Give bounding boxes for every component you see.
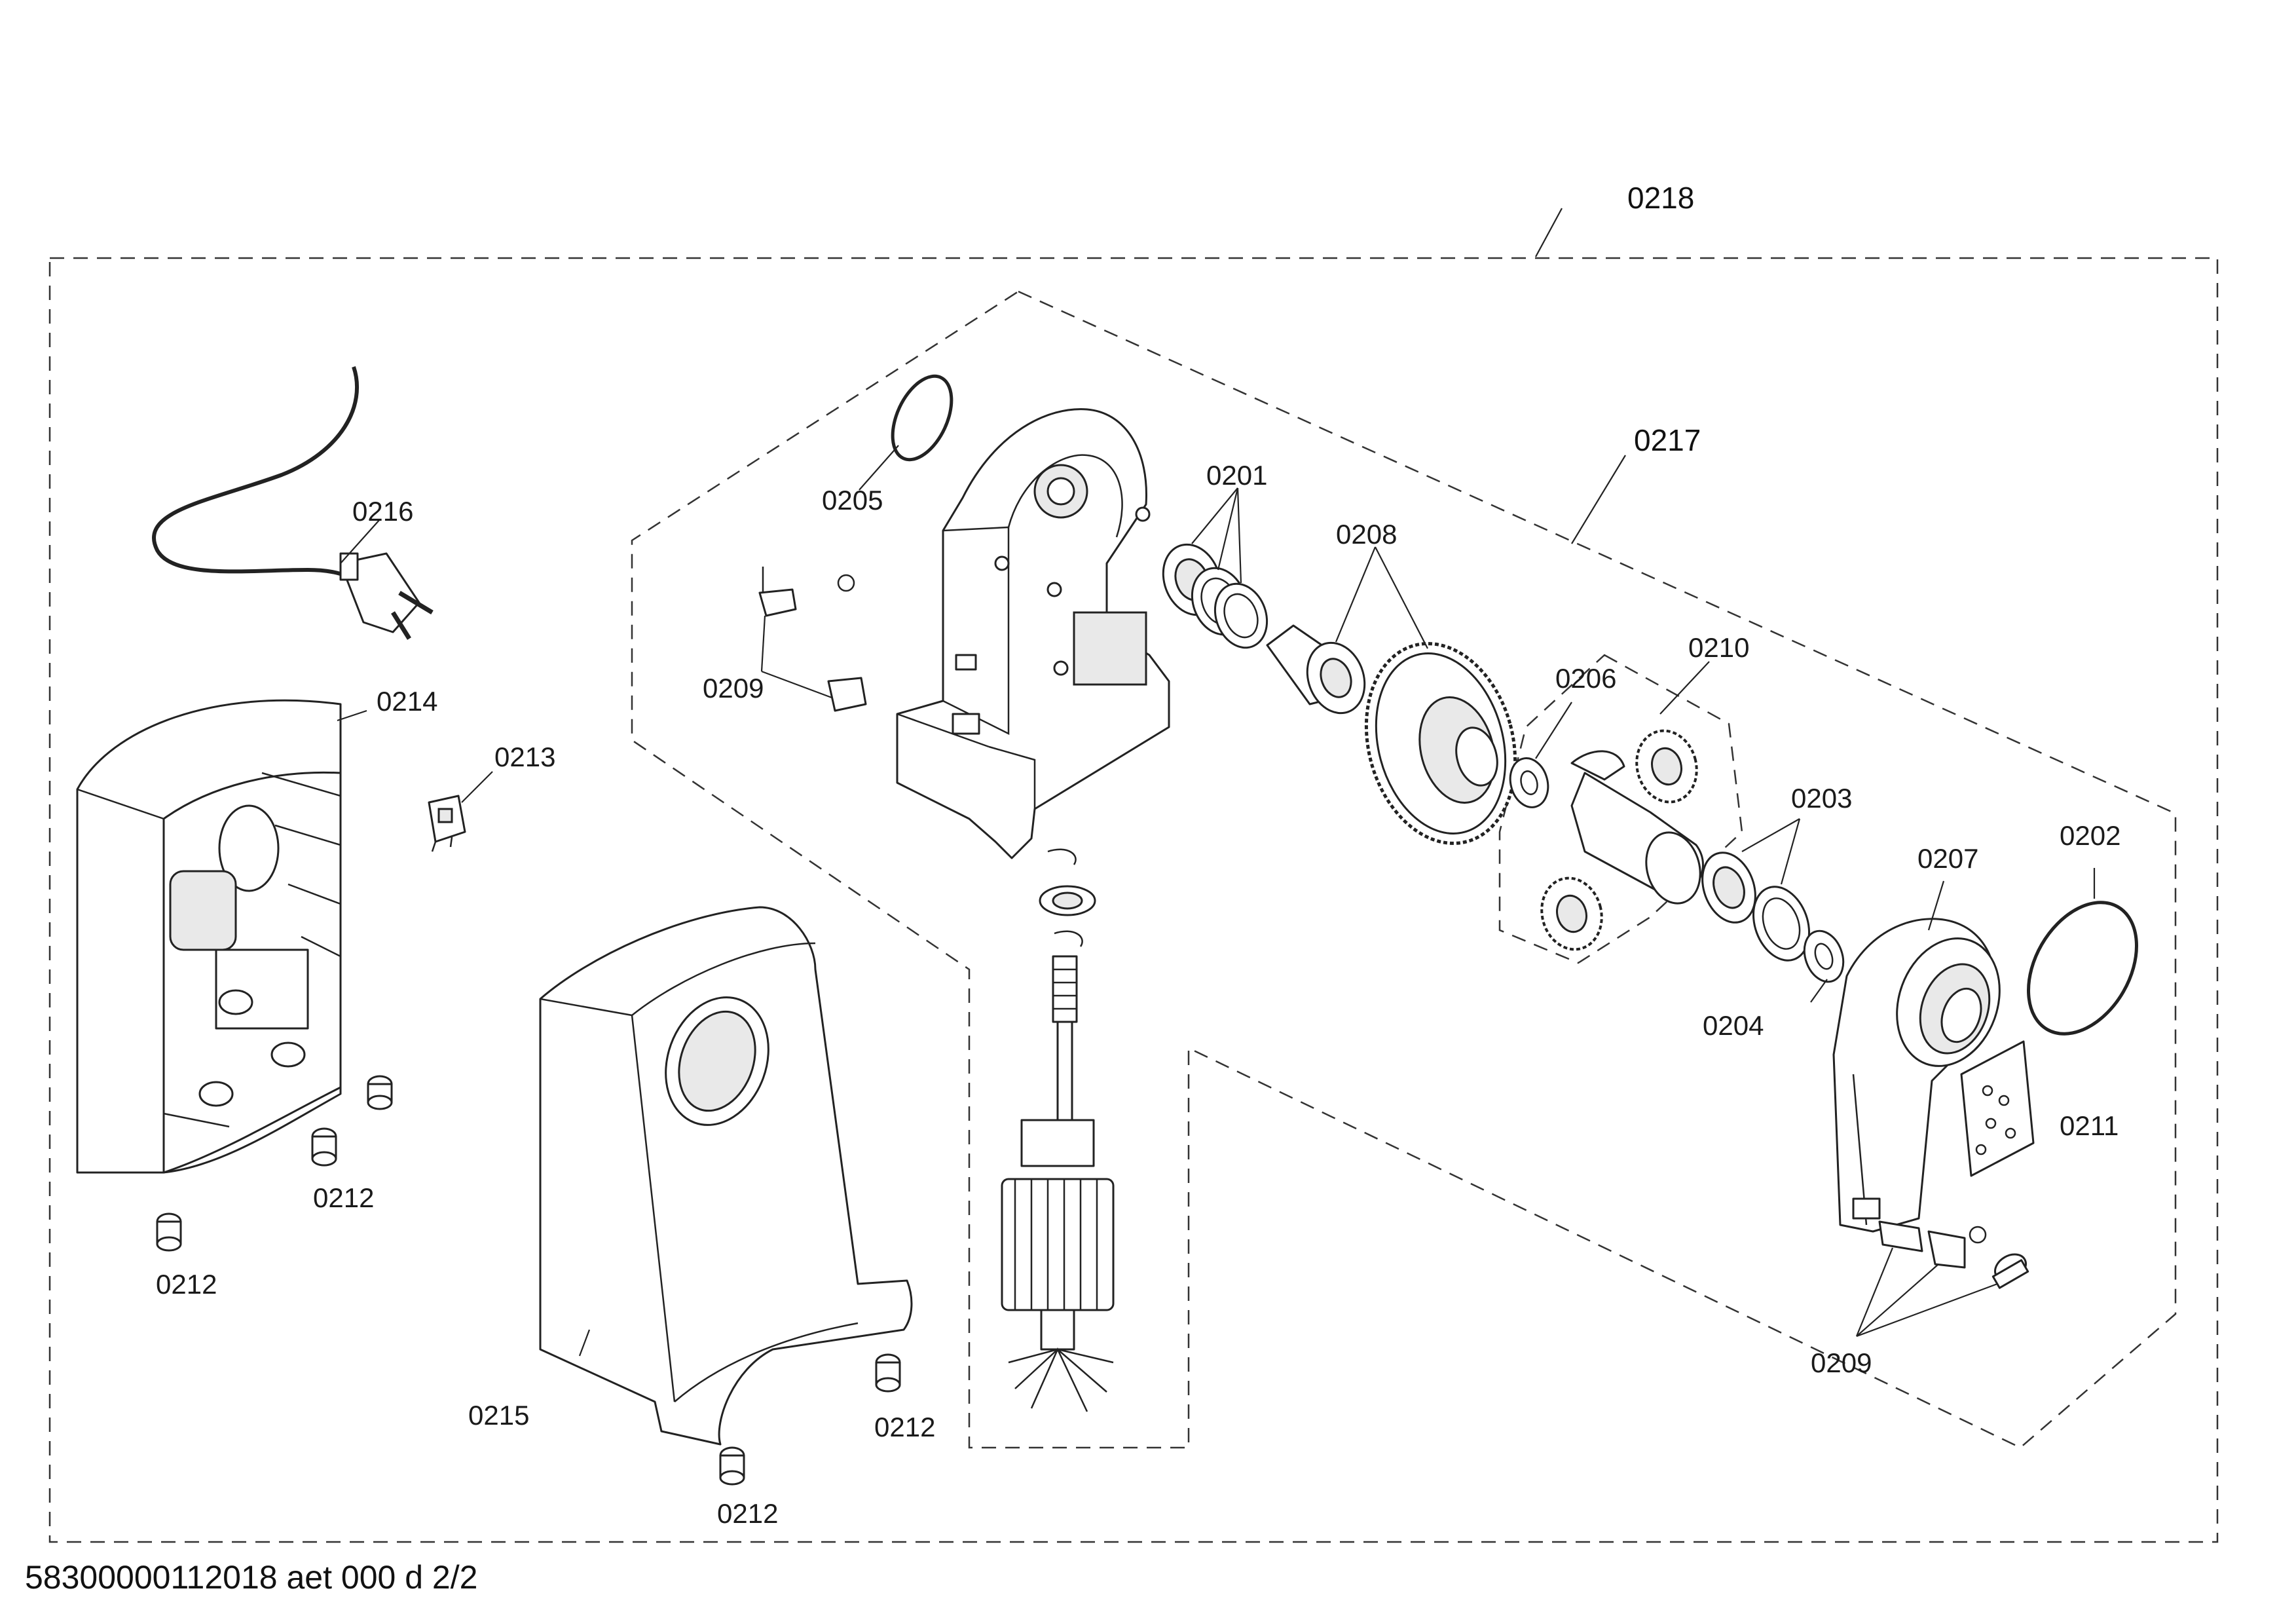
callout-0209-right: 0209: [1811, 1347, 1872, 1378]
carbon-brush-part-0209-left: [758, 567, 867, 712]
callout-0203: 0203: [1791, 783, 1852, 814]
callout-0213: 0213: [494, 741, 555, 772]
rear-housing-part-0214: [76, 699, 342, 1174]
rubber-foot-part-0212-a: [367, 1075, 393, 1110]
rubber-foot-part-0212-c: [156, 1212, 182, 1252]
callout-0216: 0216: [352, 496, 413, 527]
callout-0208: 0208: [1336, 519, 1397, 550]
callout-0210: 0210: [1688, 632, 1749, 663]
switch-part-0213: [428, 795, 466, 852]
bearing-set-part-0203: [1701, 852, 1811, 962]
callout-0201: 0201: [1206, 460, 1267, 491]
o-ring-part-0202: [2027, 901, 2138, 1036]
bearing-set-part-0201: [1162, 543, 1268, 649]
callout-0214: 0214: [377, 686, 437, 717]
power-cord-part-0216: [152, 366, 434, 640]
leader-lines: [337, 208, 2096, 1357]
drive-gear-part-0208: [1266, 624, 1517, 845]
o-ring-part-0205: [891, 374, 954, 462]
callout-0218: 0218: [1627, 181, 1694, 215]
callout-0202: 0202: [2060, 820, 2120, 851]
callout-0217: 0217: [1634, 423, 1701, 457]
armature-rotor: [1001, 848, 1115, 1412]
document-id: 58300000112018 aet 000 d 2/2: [25, 1559, 477, 1596]
assembly-boundary-0218: [48, 257, 2219, 1543]
callout-0212-b: 0212: [156, 1269, 217, 1300]
callout-0207: 0207: [1917, 843, 1978, 874]
callout-0212-a: 0212: [313, 1182, 374, 1213]
rubber-foot-part-0212-b: [311, 1127, 337, 1167]
rubber-foot-part-0212-d: [875, 1353, 901, 1393]
callout-0209-left: 0209: [703, 673, 764, 704]
callout-0206: 0206: [1555, 663, 1616, 694]
motor-frame-gearbox: [896, 408, 1170, 859]
front-housing-part-0215: [539, 906, 913, 1446]
callout-labels: 0218 0217 0216 0214 0213 0212 0212 0212 …: [156, 181, 2120, 1529]
callout-0215: 0215: [468, 1400, 529, 1431]
callout-0204: 0204: [1703, 1010, 1764, 1041]
circuit-board-part-0211: [1960, 1040, 2035, 1177]
rubber-foot-part-0212-e: [719, 1446, 745, 1486]
carbon-brush-part-0209-right: [1878, 1220, 2029, 1289]
callout-0211: 0211: [2060, 1110, 2119, 1141]
end-shield-part-0207: [1832, 918, 2001, 1233]
differential-part-0210: [1540, 729, 1704, 951]
washer-part-0206: [1509, 757, 1549, 808]
callout-0205: 0205: [822, 485, 883, 516]
callout-0212-c: 0212: [874, 1412, 935, 1442]
washer-part-0204: [1803, 929, 1845, 983]
callout-0212-d: 0212: [717, 1498, 778, 1529]
assembly-boundary-0217: [631, 290, 2177, 1449]
